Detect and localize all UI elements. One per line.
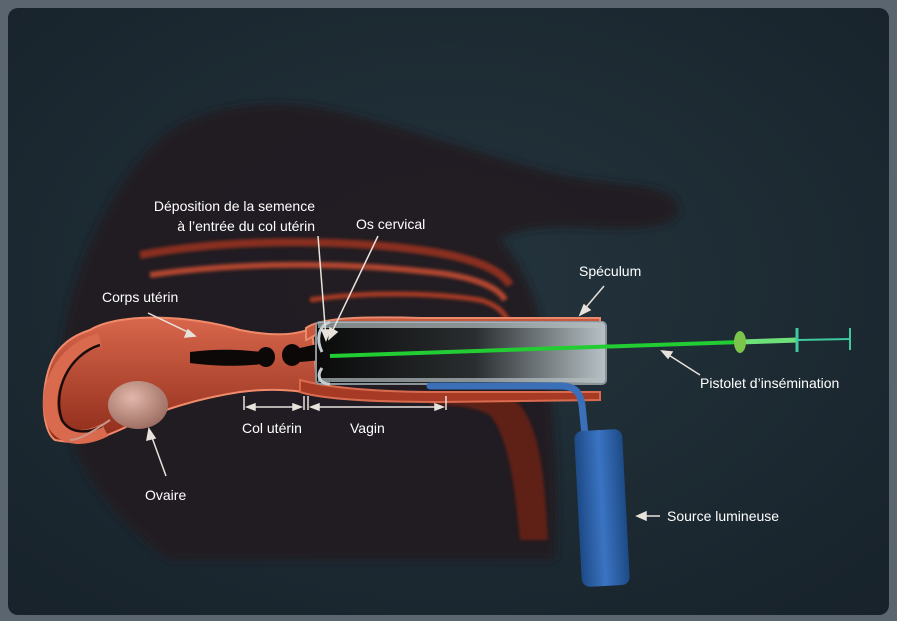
- light-source-handle: [574, 429, 630, 587]
- label-vagin: Vagin: [350, 420, 385, 436]
- label-os-cervical: Os cervical: [356, 216, 425, 232]
- insemination-gun-plunger: [798, 339, 850, 340]
- insemination-gun-collar: [734, 331, 746, 353]
- label-ovaire: Ovaire: [145, 487, 186, 503]
- label-deposition-line2: à l’entrée du col utérin: [177, 218, 315, 234]
- cervical-ring-2: [282, 344, 302, 366]
- insemination-gun-barrel: [740, 340, 798, 342]
- label-source-lumineuse: Source lumineuse: [667, 508, 779, 524]
- label-col-uterin: Col utérin: [242, 420, 302, 436]
- label-pistolet: Pistolet d’insémination: [700, 375, 839, 391]
- label-speculum: Spéculum: [579, 263, 641, 279]
- label-corps-uterin: Corps utérin: [102, 289, 178, 305]
- cervical-ring-1: [257, 347, 275, 367]
- uterine-lumen: [190, 350, 262, 366]
- speculum-bottom-edge: [318, 378, 604, 382]
- ovary: [108, 381, 168, 429]
- label-deposition-line1: Déposition de la semence: [154, 198, 315, 214]
- speculum-top-edge: [318, 322, 604, 328]
